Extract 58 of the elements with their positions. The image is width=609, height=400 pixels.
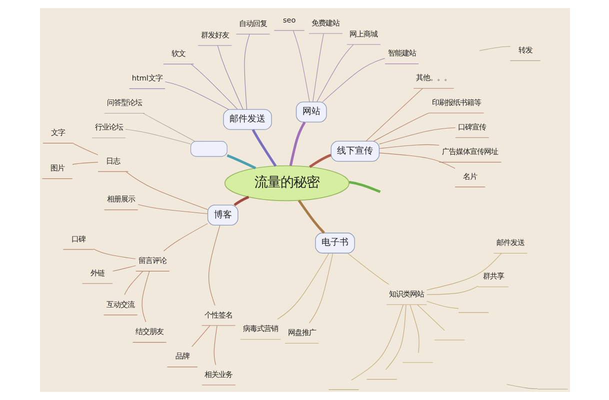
connector [190, 64, 238, 110]
node-box: 邮件发送 [222, 109, 272, 130]
connector [208, 225, 220, 306]
connector [478, 46, 510, 51]
connector [226, 154, 256, 170]
node-underline [536, 388, 568, 390]
connector [426, 253, 502, 290]
connector [373, 112, 429, 142]
connector [216, 45, 243, 110]
connector [72, 143, 98, 156]
node-underline [366, 379, 397, 380]
connector [191, 325, 210, 347]
connector [233, 196, 249, 206]
connector [244, 34, 250, 110]
connector [350, 304, 404, 380]
connector [292, 30, 310, 102]
connector [137, 204, 208, 214]
node-underline [402, 362, 433, 363]
connector [426, 286, 478, 295]
connector [312, 33, 324, 102]
node-box: 博客 [206, 204, 238, 226]
connector [276, 253, 329, 320]
connector [316, 44, 354, 102]
connector [378, 144, 439, 149]
connector [384, 304, 406, 370]
connector [112, 265, 136, 272]
connector [124, 271, 142, 295]
connector [164, 81, 228, 110]
connector [142, 113, 195, 142]
node-underline [328, 389, 359, 390]
connector [308, 252, 333, 324]
node-box: 网站 [295, 102, 326, 122]
node-ellipse: 流量的秘密 [224, 165, 349, 202]
node-box [190, 141, 227, 157]
connector [162, 223, 208, 252]
node-underline [458, 312, 488, 313]
connector [409, 304, 419, 354]
node-box: 电子书 [314, 232, 354, 254]
connector [378, 127, 456, 144]
connector [416, 304, 444, 331]
connector [92, 248, 136, 260]
connector [213, 325, 217, 366]
connector [124, 129, 190, 144]
connector [251, 129, 276, 167]
connector [347, 253, 389, 285]
connector [297, 200, 324, 234]
connector [125, 171, 208, 210]
connector [72, 162, 98, 165]
connector [365, 88, 422, 142]
node-box: 线下宣传 [330, 140, 380, 162]
connector [141, 271, 150, 322]
connector [378, 152, 455, 169]
connector [506, 384, 538, 390]
connector [288, 122, 306, 166]
connector [348, 180, 380, 193]
connector [308, 154, 331, 168]
connector [322, 58, 385, 102]
connector [426, 300, 458, 309]
